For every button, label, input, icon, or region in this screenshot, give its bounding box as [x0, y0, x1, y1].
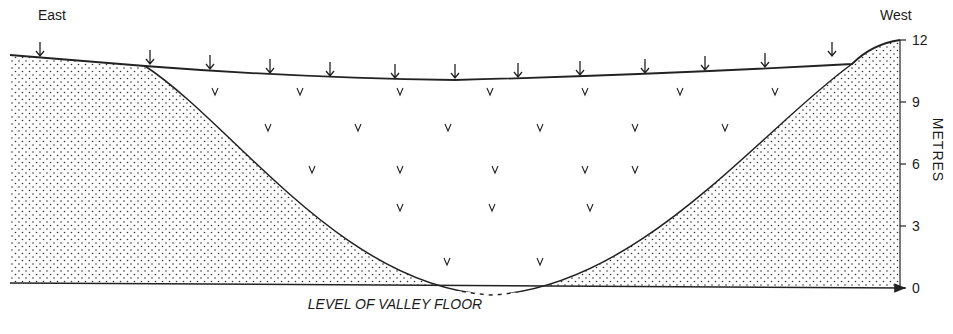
peat-symbols [212, 88, 778, 265]
axis-tick-label: 3 [912, 219, 920, 233]
valley-profile [145, 64, 852, 295]
surface-line [10, 40, 900, 80]
profile-dashed [430, 289, 550, 295]
metre-axis [900, 40, 906, 288]
floor-line [10, 283, 905, 288]
marsh-symbols [36, 42, 836, 78]
baseline-label: LEVEL OF VALLEY FLOOR [308, 297, 482, 311]
axis-tick-label: 6 [912, 157, 920, 171]
bog-fill [145, 64, 852, 295]
direction-label: East [38, 8, 66, 22]
axis-title: METRES [931, 118, 945, 182]
direction-label: West [880, 8, 912, 22]
axis-tick-label: 9 [912, 95, 920, 109]
axis-tick-label: 0 [912, 281, 920, 295]
axis-tick-label: 12 [912, 33, 928, 47]
